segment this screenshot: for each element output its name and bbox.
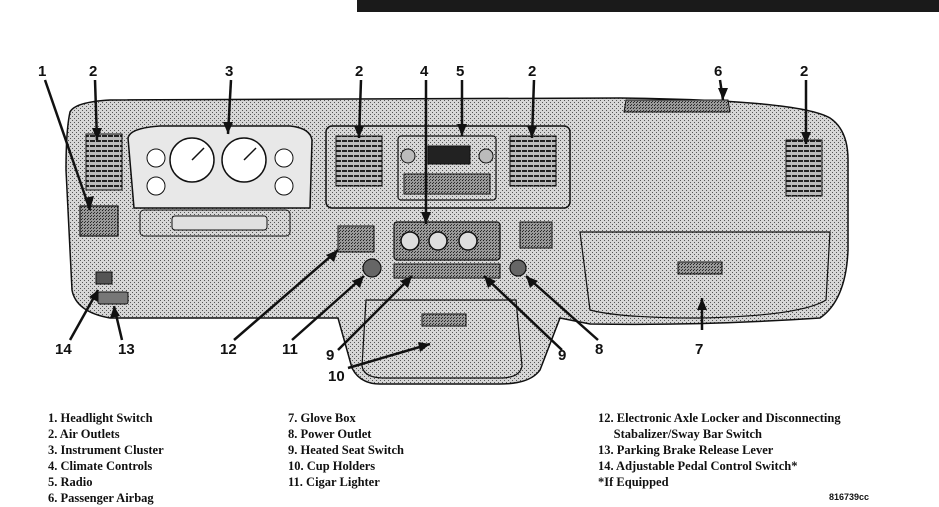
legend-column-3: 12. Electronic Axle Locker and Disconnec… bbox=[598, 410, 841, 490]
gauge-small-4 bbox=[274, 176, 294, 196]
heated-seat-switches bbox=[393, 263, 501, 279]
dashboard-diagram: 1 2 3 2 4 5 2 6 2 14 13 12 11 9 10 9 8 7 bbox=[38, 63, 849, 385]
callout-9-left: 9 bbox=[326, 347, 334, 364]
gauge-small-3 bbox=[274, 148, 294, 168]
callout-3: 3 bbox=[225, 63, 233, 80]
legend-item: 11. Cigar Lighter bbox=[288, 475, 380, 489]
glove-box bbox=[579, 231, 831, 319]
glove-box-latch bbox=[677, 261, 723, 275]
legend-item: 7. Glove Box bbox=[288, 411, 356, 425]
headlight-switch bbox=[79, 205, 119, 237]
callout-11: 11 bbox=[282, 341, 298, 358]
legend-item: 13. Parking Brake Release Lever bbox=[598, 443, 774, 457]
legend-item: Stabalizer/Sway Bar Switch bbox=[598, 427, 763, 441]
header-bar bbox=[357, 0, 939, 12]
legend-item: 2. Air Outlets bbox=[48, 427, 120, 441]
legend-item: 14. Adjustable Pedal Control Switch* bbox=[598, 459, 798, 473]
right-switch-bank bbox=[519, 221, 553, 249]
parking-brake-lever bbox=[97, 291, 129, 305]
legend-column-1: 1. Headlight Switch 2. Air Outlets 3. In… bbox=[48, 410, 164, 506]
pedal-control-switch bbox=[95, 271, 113, 285]
radio-knob-left bbox=[400, 148, 416, 164]
speedometer-needle bbox=[191, 147, 205, 161]
air-outlet-center-right bbox=[509, 135, 557, 187]
legend-item: 12. Electronic Axle Locker and Disconnec… bbox=[598, 411, 841, 425]
cluster-lower-slot bbox=[171, 215, 268, 231]
console-slot bbox=[421, 313, 467, 327]
callout-2-center-right: 2 bbox=[528, 63, 536, 80]
legend-item: *If Equipped bbox=[598, 475, 669, 489]
axle-locker-switch bbox=[337, 225, 375, 253]
gauge-small-2 bbox=[146, 176, 166, 196]
air-outlet-right bbox=[785, 139, 823, 197]
legend-item: 3. Instrument Cluster bbox=[48, 443, 164, 457]
tachometer-needle bbox=[243, 147, 257, 161]
passenger-airbag bbox=[623, 99, 731, 113]
callout-9-right: 9 bbox=[558, 347, 566, 364]
callout-2-right: 2 bbox=[800, 63, 808, 80]
legend-item: 9. Heated Seat Switch bbox=[288, 443, 404, 457]
callout-5: 5 bbox=[456, 63, 464, 80]
legend-item: 10. Cup Holders bbox=[288, 459, 376, 473]
callout-13: 13 bbox=[118, 341, 135, 358]
leader-lines bbox=[43, 79, 808, 370]
cigar-lighter bbox=[362, 258, 382, 278]
air-outlet-center-left bbox=[335, 135, 383, 187]
legend-column-2: 7. Glove Box 8. Power Outlet 9. Heated S… bbox=[288, 410, 404, 490]
radio-buttons bbox=[403, 173, 491, 195]
air-outlet-left bbox=[85, 133, 123, 191]
legend-item: 4. Climate Controls bbox=[48, 459, 153, 473]
figure-code: 816739cc bbox=[829, 492, 870, 502]
callout-1: 1 bbox=[38, 63, 46, 80]
cup-holders bbox=[361, 299, 523, 379]
climate-knob-2 bbox=[428, 231, 448, 251]
climate-knob-1 bbox=[400, 231, 420, 251]
legend-item: 6. Passenger Airbag bbox=[48, 491, 154, 505]
legend-item: 1. Headlight Switch bbox=[48, 411, 153, 425]
callout-8: 8 bbox=[595, 341, 603, 358]
callout-10: 10 bbox=[328, 368, 345, 385]
callout-12: 12 bbox=[220, 341, 237, 358]
radio-display bbox=[427, 145, 471, 165]
leader-arrowheads bbox=[84, 88, 811, 352]
callout-6: 6 bbox=[714, 63, 722, 80]
radio-knob-right bbox=[478, 148, 494, 164]
callout-2-center-left: 2 bbox=[355, 63, 363, 80]
climate-knob-3 bbox=[458, 231, 478, 251]
power-outlet bbox=[509, 259, 527, 277]
callout-14: 14 bbox=[55, 341, 72, 358]
callout-7: 7 bbox=[695, 341, 703, 358]
callout-2-left: 2 bbox=[89, 63, 97, 80]
center-stack bbox=[325, 125, 571, 209]
legend-item: 5. Radio bbox=[48, 475, 93, 489]
legend-item: 8. Power Outlet bbox=[288, 427, 372, 441]
callout-4: 4 bbox=[420, 63, 429, 80]
gauge-small-1 bbox=[146, 148, 166, 168]
